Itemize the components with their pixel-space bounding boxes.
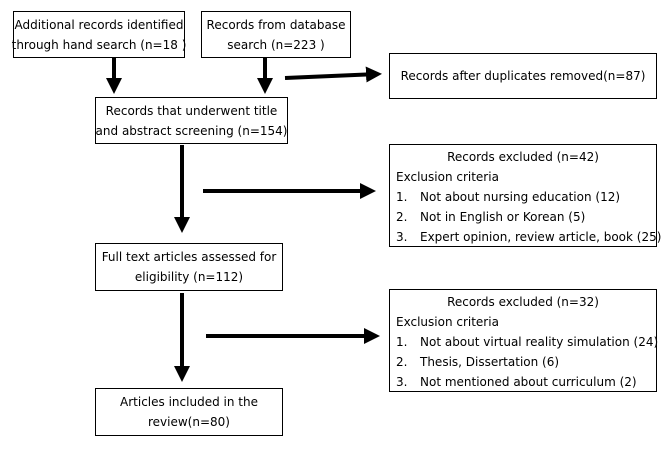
full-text-box: Full text articles assessed for eligibil… — [95, 243, 283, 291]
excluded-1-criteria-label: Exclusion criteria — [396, 170, 499, 184]
full-text-line-1: Full text articles assessed for — [101, 250, 277, 264]
screening-line-2: and abstract screening (n=154) — [95, 123, 288, 138]
hand-search-box: Additional records identified through ha… — [11, 11, 187, 58]
excluded-1-item-number: 3. — [396, 230, 408, 244]
excluded-2-title: Records excluded (n=32) — [447, 295, 599, 309]
database-line-1: Records from database — [206, 17, 346, 32]
excluded-2-item-number: 1. — [396, 335, 408, 349]
excluded-2-item-number: 2. — [396, 355, 408, 369]
excluded-1-item: 1. Not about nursing education (12) — [396, 187, 656, 207]
hand-search-line-1: Additional records identified — [14, 17, 184, 32]
excluded-box-1: Records excluded (n=42) Exclusion criter… — [389, 144, 661, 247]
excluded-1-item: 3. Expert opinion, review article, book … — [396, 227, 661, 247]
excluded-1-title: Records excluded (n=42) — [447, 150, 599, 164]
included-box: Articles included in the review(n=80) — [95, 388, 283, 436]
excluded-1-item-number: 2. — [396, 210, 408, 224]
excluded-1-item: 2. Not in English or Korean (5) — [396, 207, 656, 227]
included-line-1: Articles included in the — [120, 395, 258, 409]
excluded-box-2: Records excluded (n=32) Exclusion criter… — [389, 289, 659, 392]
excluded-2-item-number: 3. — [396, 375, 408, 389]
duplicates-removed-box: Records after duplicates removed(n=87) — [389, 53, 657, 99]
excluded-2-criteria-label: Exclusion criteria — [396, 315, 499, 329]
excluded-2-item: 3. Not mentioned about curriculum (2) — [396, 372, 656, 392]
arrow-to-duplicates — [284, 66, 382, 83]
excluded-2-item-text: Thesis, Dissertation (6) — [420, 355, 560, 369]
database-line-2: search (n=223 ) — [227, 37, 325, 52]
excluded-1-item-text: Expert opinion, review article, book (25… — [420, 230, 662, 244]
excluded-2-item: 2. Thesis, Dissertation (6) — [396, 352, 656, 372]
excluded-1-item-text: Not in English or Korean (5) — [420, 210, 586, 224]
screening-box: Records that underwent title and abstrac… — [95, 97, 288, 144]
included-line-2: review(n=80) — [148, 415, 230, 429]
duplicates-line-1: Records after duplicates removed(n=87) — [400, 69, 646, 83]
full-text-line-2: eligibility (n=112) — [134, 270, 244, 284]
excluded-1-item-number: 1. — [396, 190, 408, 204]
excluded-2-item-text: Not mentioned about curriculum (2) — [420, 375, 637, 389]
excluded-1-item-text: Not about nursing education (12) — [420, 190, 621, 204]
database-search-box: Records from database search (n=223 ) — [201, 11, 351, 58]
screening-line-1: Records that underwent title — [105, 103, 278, 118]
hand-search-line-2: through hand search (n=18 ) — [11, 37, 187, 52]
excluded-2-item-text: Not about virtual reality simulation (24… — [420, 335, 659, 349]
excluded-2-item: 1. Not about virtual reality simulation … — [396, 332, 659, 352]
